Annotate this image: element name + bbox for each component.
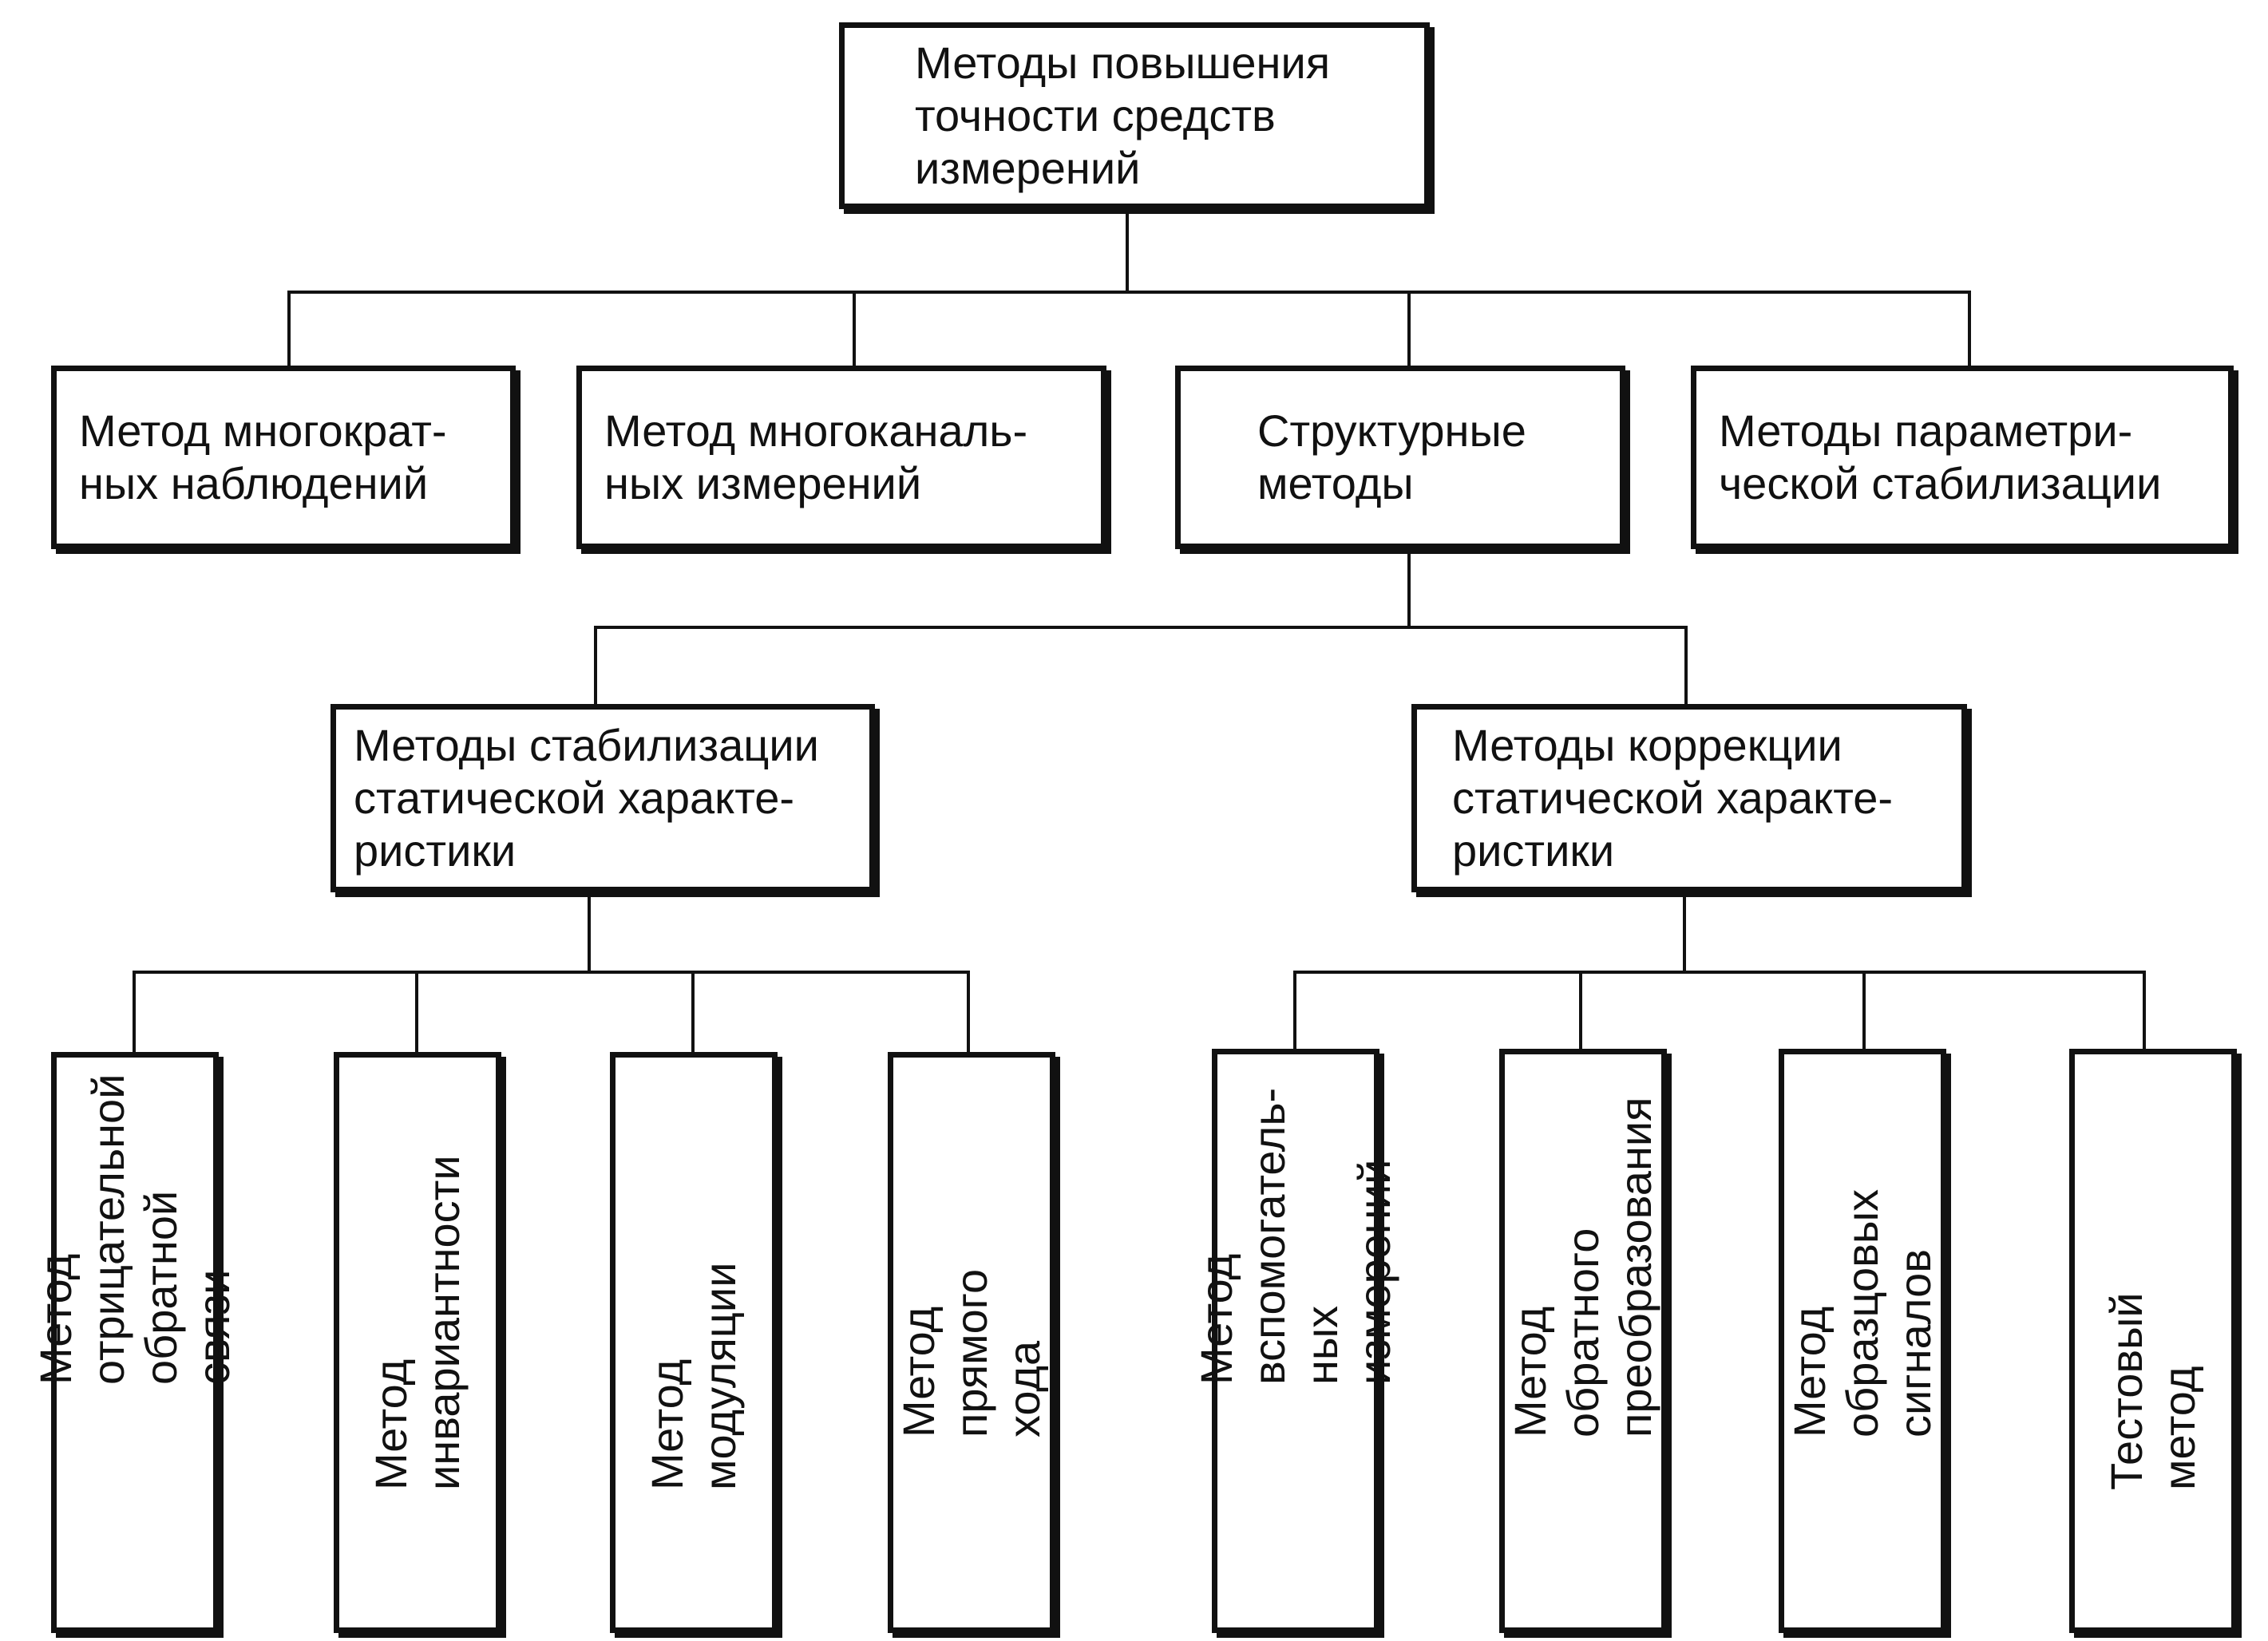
node-reference-signals: Метод образцовых сигналов — [1779, 1049, 1946, 1633]
node-inverse-transformation: Метод обратного преобразования — [1499, 1049, 1667, 1633]
node-structural-methods: Структурные методы — [1175, 366, 1625, 549]
node-label: Метод инвариантности — [365, 1155, 469, 1490]
node-modulation: Метод модуляции — [610, 1052, 778, 1633]
node-negative-feedback: Метод отрицательной обратной связи — [30, 1052, 239, 1633]
node-label: Метод отрицательной обратной связи — [30, 1074, 239, 1385]
node-auxiliary-measurements: Метод вспомогатель- ных измерений — [1191, 1049, 1399, 1633]
root-label: Методы повышения точности средств измере… — [915, 37, 1331, 194]
node-multiple-observations: Метод многократ- ных наблюдений — [51, 366, 516, 549]
node-correction-static-characteristic: Методы коррекции статической характе- ри… — [1411, 704, 1967, 892]
node-label: Метод образцовых сигналов — [1783, 1188, 1941, 1437]
node-stabilization-static-characteristic: Методы стабилизации статической характе-… — [331, 704, 875, 892]
node-label: Метод прямого хода — [893, 1268, 1050, 1437]
root-node: Методы повышения точности средств измере… — [839, 22, 1430, 209]
node-label: Метод обратного преобразования — [1504, 1097, 1661, 1437]
node-label: Структурные методы — [1257, 405, 1526, 508]
node-label: Тестовый метод — [2100, 1292, 2204, 1490]
node-label: Метод модуляции — [641, 1262, 745, 1490]
node-label: Метод многократ- ных наблюдений — [79, 405, 447, 508]
node-label: Метод многоканаль- ных измерений — [604, 405, 1028, 508]
node-direct-path: Метод прямого хода — [888, 1052, 1055, 1633]
node-invariance: Метод инвариантности — [334, 1052, 501, 1633]
node-multichannel-measurements: Метод многоканаль- ных измерений — [576, 366, 1106, 549]
node-label: Методы стабилизации статической характе-… — [354, 719, 819, 876]
node-test-method: Тестовый метод — [2069, 1049, 2237, 1633]
node-parametric-stabilization: Методы параметри- ческой стабилизации — [1691, 366, 2234, 549]
node-label: Методы параметри- ческой стабилизации — [1719, 405, 2162, 508]
node-label: Метод вспомогатель- ных измерений — [1190, 1087, 1400, 1385]
node-label: Методы коррекции статической характе- ри… — [1452, 719, 1894, 876]
